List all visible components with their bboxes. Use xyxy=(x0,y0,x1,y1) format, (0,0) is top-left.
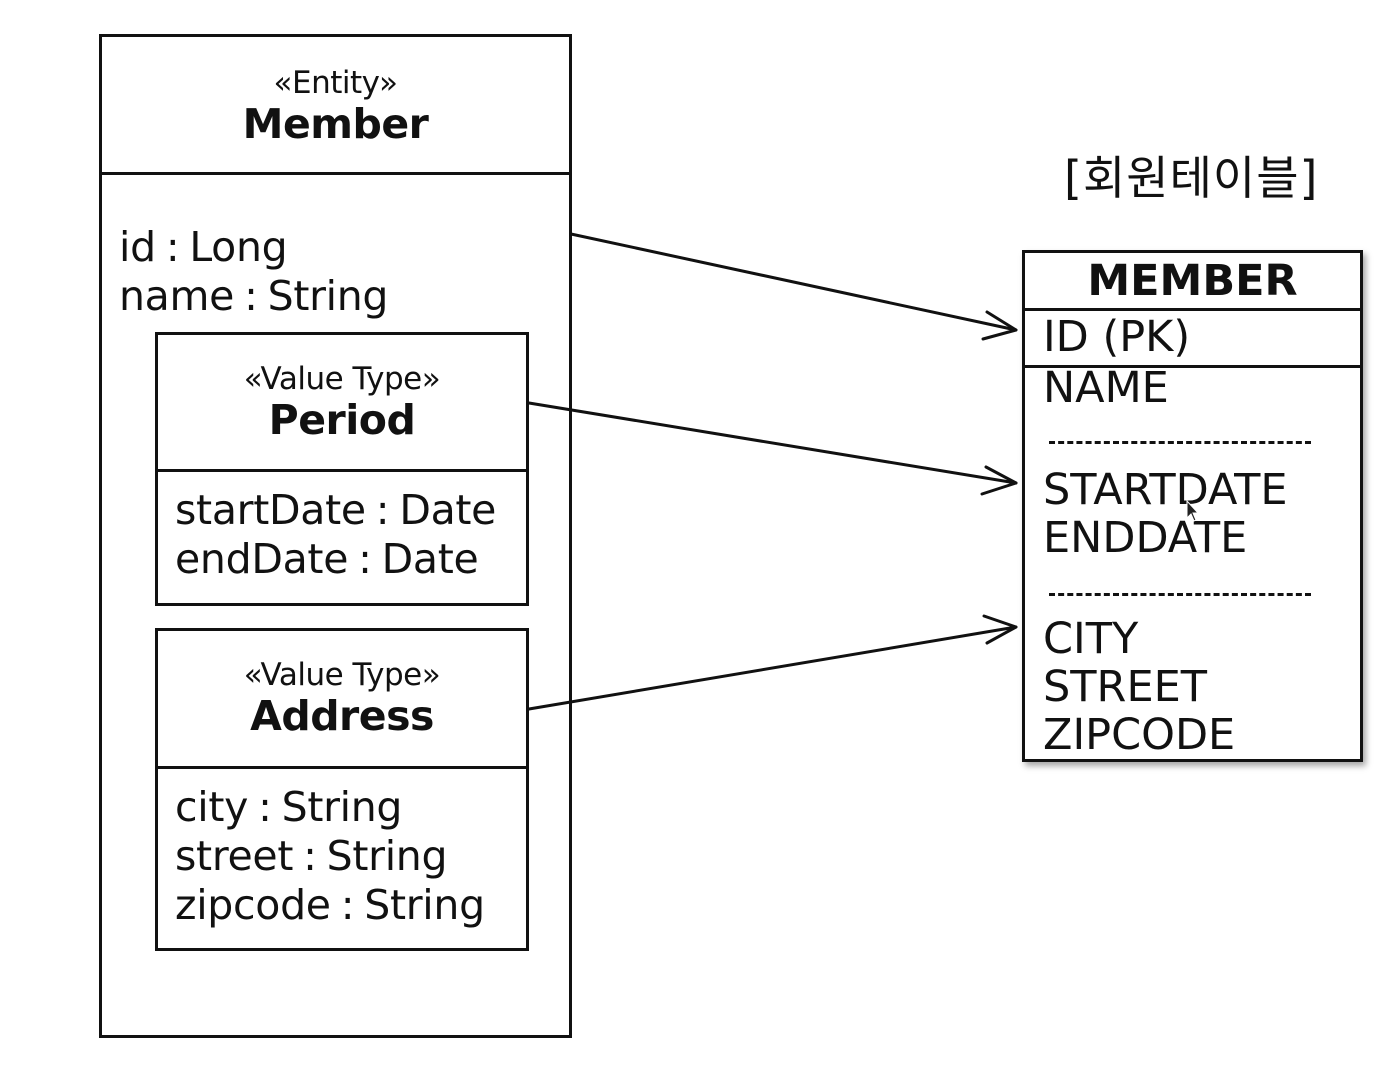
table-column-city: CITY xyxy=(1043,614,1139,664)
period-attr-enddate: endDate:Date xyxy=(175,535,479,583)
table-column-zipcode: ZIPCODE xyxy=(1043,710,1236,760)
table-column-name: NAME xyxy=(1043,363,1169,413)
table-name: MEMBER xyxy=(1025,253,1360,311)
column-group-divider xyxy=(1049,593,1311,596)
table-column-street: STREET xyxy=(1043,662,1208,712)
period-class-name: Period xyxy=(268,396,416,444)
address-value-type: «Value Type» Address city:String street:… xyxy=(155,628,529,951)
period-value-type: «Value Type» Period startDate:Date endDa… xyxy=(155,332,529,606)
address-attr-street: street:String xyxy=(175,832,448,880)
table-column-enddate: ENDDATE xyxy=(1043,513,1248,563)
member-attributes: id:Long name:String xyxy=(119,223,388,321)
address-stereotype: «Value Type» xyxy=(243,657,441,693)
period-attr-startdate: startDate:Date xyxy=(175,486,497,534)
member-table: MEMBER ID (PK) NAME STARTDATE ENDDATE CI… xyxy=(1022,250,1363,762)
address-attr-zipcode: zipcode:String xyxy=(175,881,485,929)
arrow-address-to-table xyxy=(527,614,1018,711)
member-attr-name: name:String xyxy=(119,272,389,320)
table-pk-column: ID (PK) xyxy=(1025,311,1360,368)
period-class-header: «Value Type» Period xyxy=(158,335,526,472)
column-group-divider xyxy=(1049,441,1311,444)
member-class-name: Member xyxy=(242,100,429,148)
address-attr-city: city:String xyxy=(175,783,403,831)
member-attr-id: id:Long xyxy=(119,223,288,271)
member-stereotype: «Entity» xyxy=(273,65,398,101)
address-class-name: Address xyxy=(250,692,434,740)
table-column-startdate: STARTDATE xyxy=(1043,465,1288,515)
period-stereotype: «Value Type» xyxy=(243,361,441,397)
address-class-header: «Value Type» Address xyxy=(158,631,526,769)
table-caption: [회원테이블] xyxy=(1064,151,1319,205)
period-attributes: startDate:Date endDate:Date xyxy=(175,486,496,584)
address-attributes: city:String street:String zipcode:String xyxy=(175,783,485,930)
mouse-cursor-icon xyxy=(1186,500,1200,522)
member-class-header: «Entity» Member xyxy=(102,37,569,175)
arrow-member-to-table xyxy=(569,232,1018,341)
arrow-period-to-table xyxy=(527,401,1018,496)
